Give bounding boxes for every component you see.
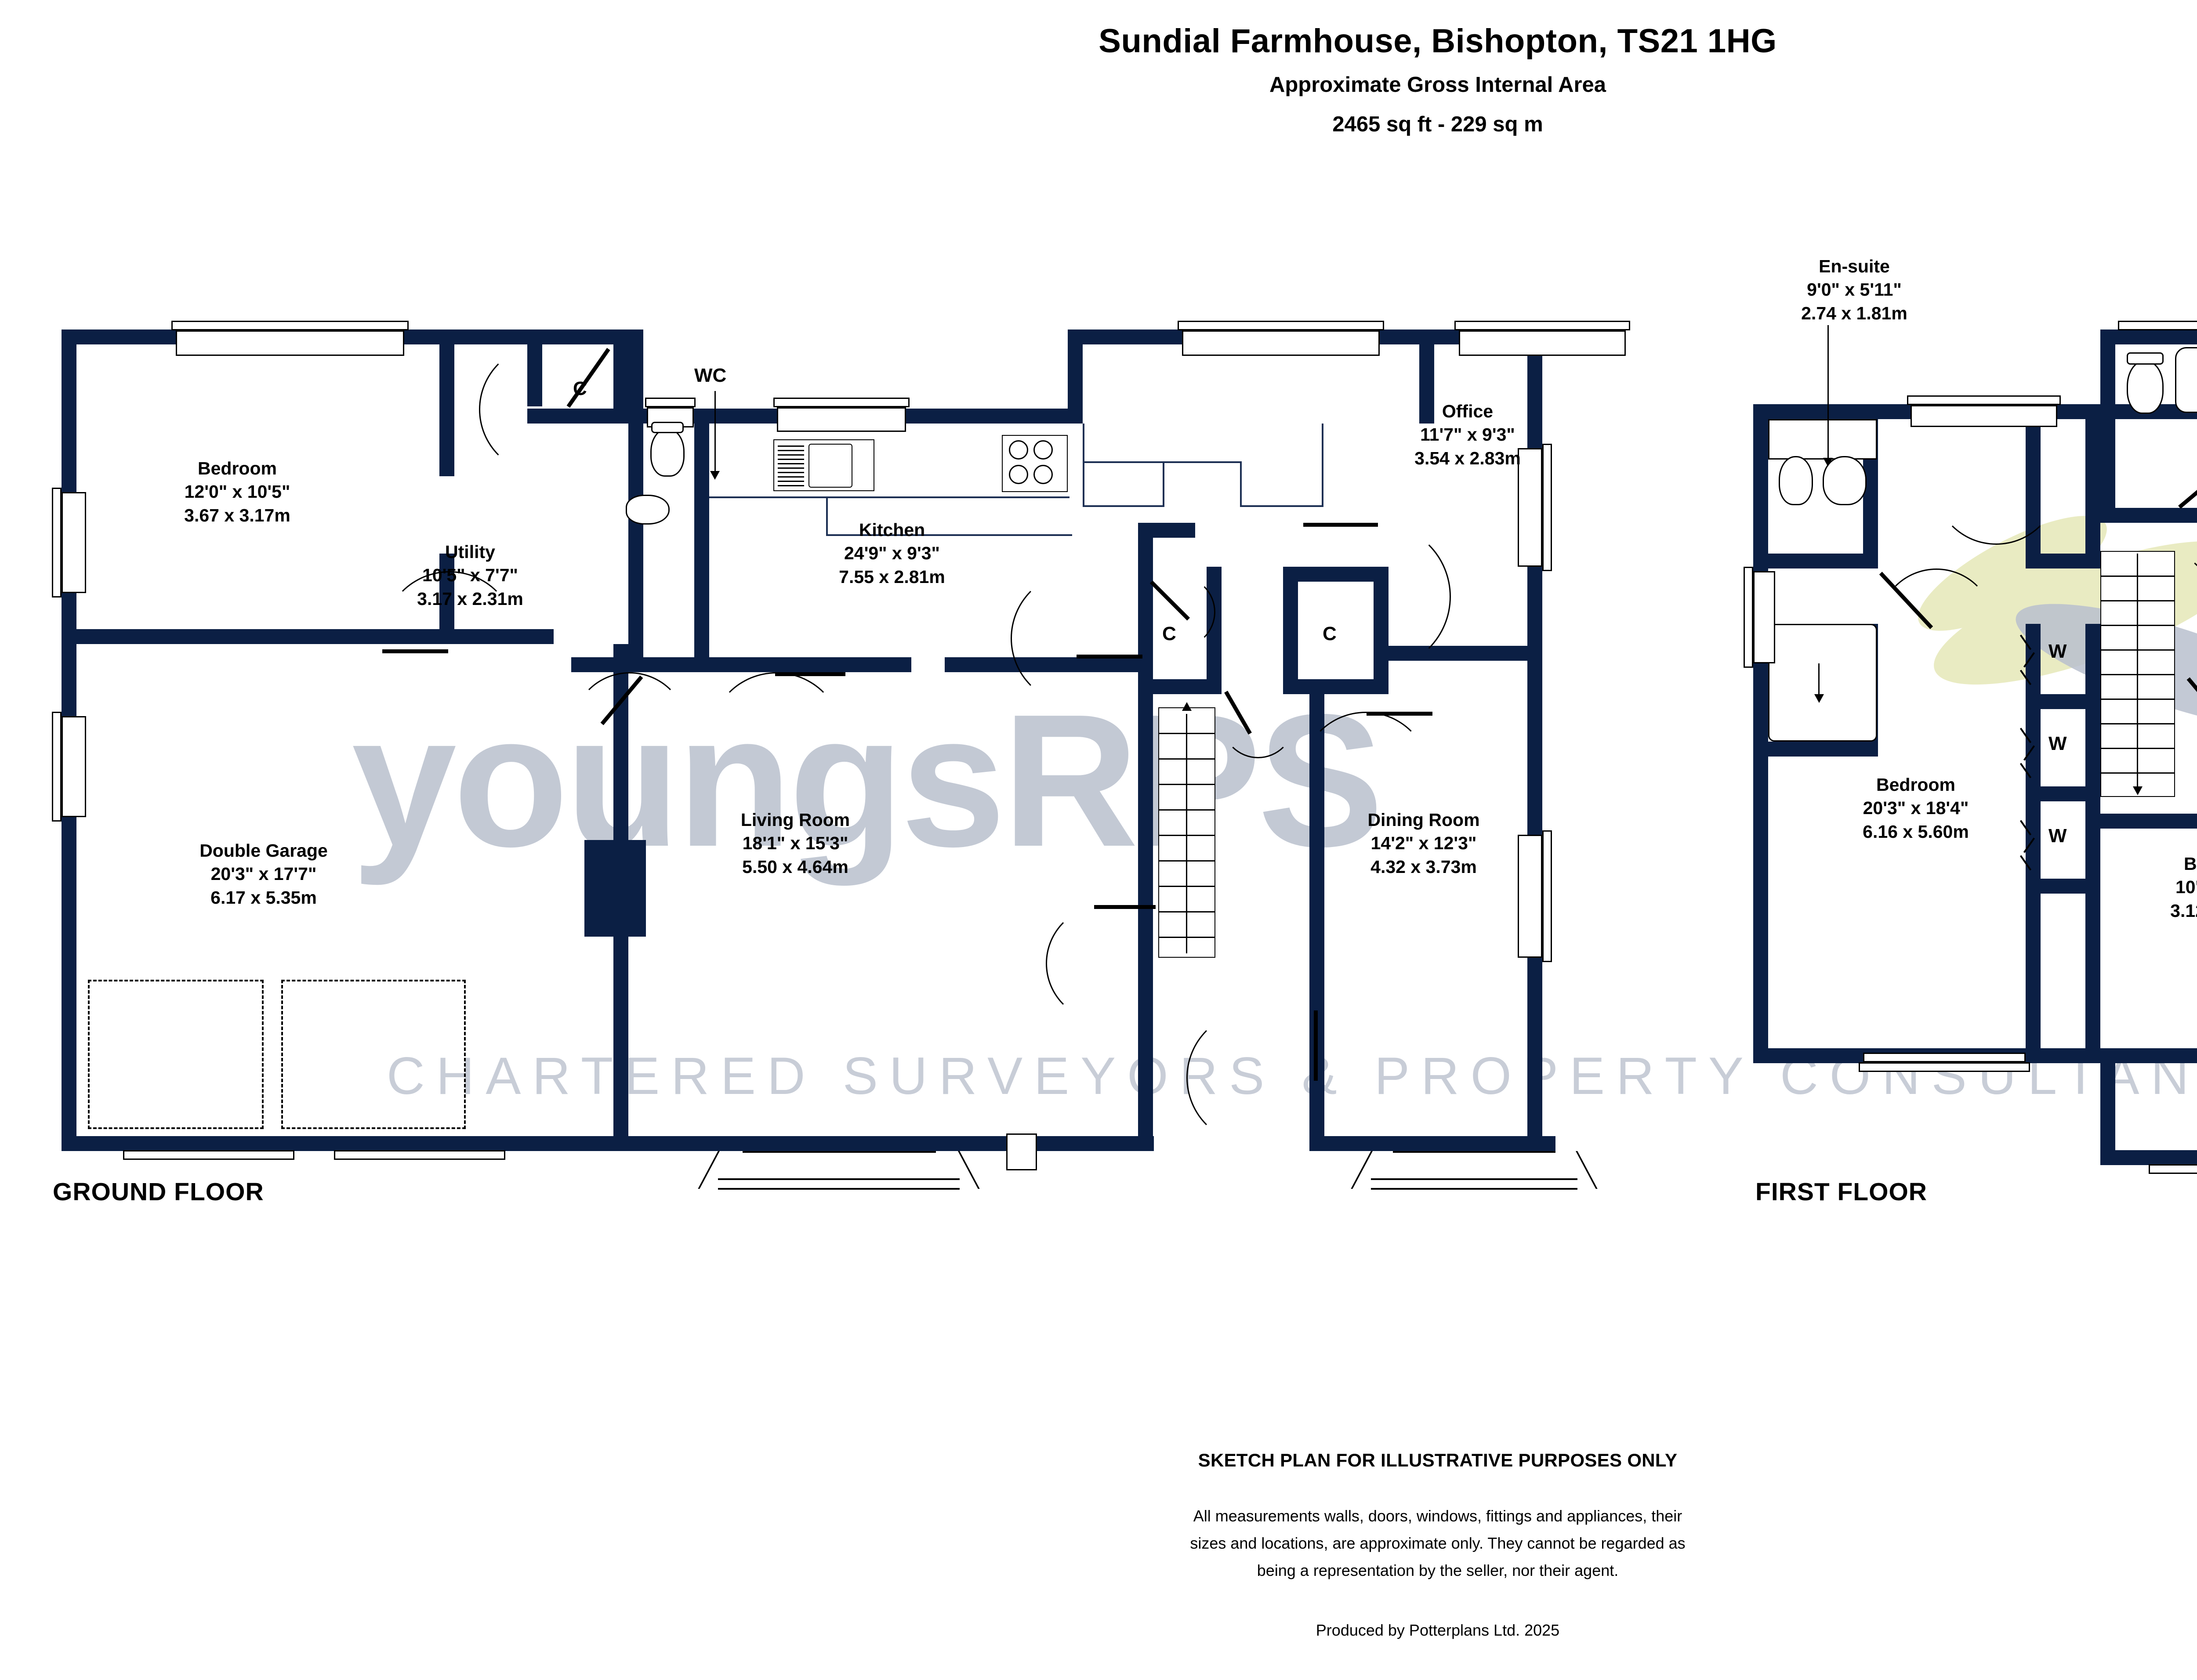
bathtub-icon: [2175, 347, 2197, 413]
disclaimer-line-2: sizes and locations, are approximate onl…: [1190, 1534, 1686, 1552]
room-dims-imperial: 10'5" x 7'7": [422, 565, 518, 586]
area-value: 2465 sq ft - 229 sq m: [1332, 112, 1543, 136]
room-dims-imperial: 8'0" x 6'2": [2193, 217, 2197, 240]
disclaimer-body: All measurements walls, doors, windows, …: [0, 1503, 2197, 1584]
page-title: Sundial Farmhouse, Bishopton, TS21 1HG: [1098, 22, 1777, 60]
door-arc: [1046, 905, 1163, 1022]
room-dims-metric: 6.17 x 5.35m: [210, 887, 317, 908]
room-dims-imperial: 20'3" x 18'4": [1863, 798, 1969, 818]
room-label-bathroom: Bathroom 8'0" x 6'2" 2.44 x 1.89m: [2193, 193, 2197, 264]
room-name: Utility: [445, 542, 495, 562]
ground-floor-caption: GROUND FLOOR: [53, 1178, 264, 1206]
room-name: Living Room: [740, 810, 850, 830]
room-label-utility: Utility 10'5" x 7'7" 3.17 x 2.31m: [352, 540, 589, 611]
door-arc: [1933, 419, 2059, 545]
room-name: Bedroom: [198, 458, 277, 478]
room-name: Bedroom: [1876, 775, 1955, 795]
disclaimer-line-3: being a representation by the seller, no…: [1257, 1561, 1619, 1579]
shower-tray-icon: [1768, 624, 1877, 742]
room-dims-imperial: 11'7" x 9'3": [1420, 424, 1515, 445]
room-label-office: Office 11'7" x 9'3" 3.54 x 2.83m: [1362, 400, 1573, 470]
room-dims-metric: 3.12 x 2.85m: [2170, 900, 2197, 921]
first-floor-caption: FIRST FLOOR: [1755, 1178, 1927, 1206]
door-arc: [571, 672, 688, 789]
produced-by: Produced by Potterplans Ltd. 2025: [1316, 1621, 1560, 1639]
room-dims-imperial: 18'1" x 15'3": [742, 833, 848, 854]
room-name: Dining Room: [1367, 810, 1480, 830]
room-label-bedroom: Bedroom 20'3" x 18'4" 6.16 x 5.60m: [1793, 773, 2039, 844]
room-label-bedroom: Bedroom 10'3" x 9'4" 3.12 x 2.85m: [2114, 852, 2197, 923]
door-arc: [1878, 568, 1995, 685]
cupboard-label: C: [1323, 623, 1337, 644]
toilet-icon: [1779, 456, 1813, 505]
room-dims-metric: 2.44 x 1.89m: [2193, 240, 2197, 264]
room-label-double-garage: Double Garage 20'3" x 17'7" 6.17 x 5.35m: [127, 839, 400, 909]
ground-floor-plan: C C C WC Bedroom 12'0" x 10'5" 3.67 x 3.…: [52, 321, 1630, 1190]
wardrobe-label: W: [2048, 825, 2067, 847]
room-dims-imperial: 10'3" x 9'4": [2175, 877, 2197, 898]
room-name: Office: [1442, 401, 1494, 421]
disclaimer-title: SKETCH PLAN FOR ILLUSTRATIVE PURPOSES ON…: [1198, 1450, 1678, 1470]
basin-icon: [626, 495, 670, 525]
room-dims-metric: 7.55 x 2.81m: [839, 566, 945, 587]
room-name: Kitchen: [859, 520, 925, 540]
door-arc: [479, 344, 609, 474]
room-dims-metric: 3.67 x 3.17m: [184, 505, 290, 525]
room-dims-metric: 6.16 x 5.60m: [1863, 821, 1969, 842]
wardrobe-label: W: [2048, 733, 2067, 754]
door-arc: [1142, 576, 1215, 648]
room-dims-metric: 3.54 x 2.83m: [1414, 448, 1521, 468]
disclaimer-line-1: All measurements walls, doors, windows, …: [1193, 1507, 1682, 1525]
room-dims-imperial: 24'9" x 9'3": [844, 543, 940, 564]
room-dims-metric: 2.74 x 1.81m: [1801, 303, 1907, 323]
door-arc: [709, 672, 844, 807]
room-dims-imperial: 14'2" x 12'3": [1370, 833, 1477, 854]
room-dims-metric: 4.32 x 3.73m: [1370, 856, 1477, 877]
room-dims-imperial: 9'0" x 5'11": [1807, 279, 1902, 300]
area-subtitle: Approximate Gross Internal Area: [1269, 73, 1606, 97]
room-label-dining-room: Dining Room 14'2" x 12'3" 4.32 x 3.73m: [1314, 808, 1534, 879]
door-arc: [1301, 712, 1431, 842]
first-floor-plan: C C W W W En-suite 9'0" x 5'11" 2.74 x 1…: [1736, 0, 2197, 1186]
door-arc: [1303, 523, 1451, 670]
room-dims-metric: 3.17 x 2.31m: [417, 588, 523, 609]
room-label-en-suite: En-suite 9'0" x 5'11" 2.74 x 1.81m: [1744, 255, 1964, 325]
wardrobe-label: W: [2048, 641, 2067, 662]
room-dims-metric: 5.50 x 4.64m: [742, 856, 848, 877]
wc-label: WC: [694, 365, 727, 386]
door-arc: [1011, 571, 1145, 706]
door-arc: [1186, 1010, 1321, 1145]
door-arc: [1222, 685, 1294, 758]
room-dims-imperial: 20'3" x 17'7": [210, 864, 317, 884]
cupboard-label: C: [573, 378, 587, 399]
toilet-icon: [2127, 360, 2164, 414]
room-dims-imperial: 12'0" x 10'5": [184, 482, 290, 502]
room-name: Bedroom: [2184, 854, 2197, 874]
cupboard-label: C: [1162, 623, 1176, 644]
room-label-kitchen: Kitchen 24'9" x 9'3" 7.55 x 2.81m: [773, 518, 1011, 589]
door-arc: [382, 571, 517, 706]
room-name: Bathroom: [2193, 193, 2197, 217]
room-name: En-suite: [1819, 256, 1890, 276]
room-label-bedroom: Bedroom 12'0" x 10'5" 3.67 x 3.17m: [123, 457, 352, 527]
room-label-living-room: Living Room 18'1" x 15'3" 5.50 x 4.64m: [677, 808, 914, 879]
room-name: Double Garage: [199, 840, 328, 861]
toilet-icon: [650, 428, 685, 477]
